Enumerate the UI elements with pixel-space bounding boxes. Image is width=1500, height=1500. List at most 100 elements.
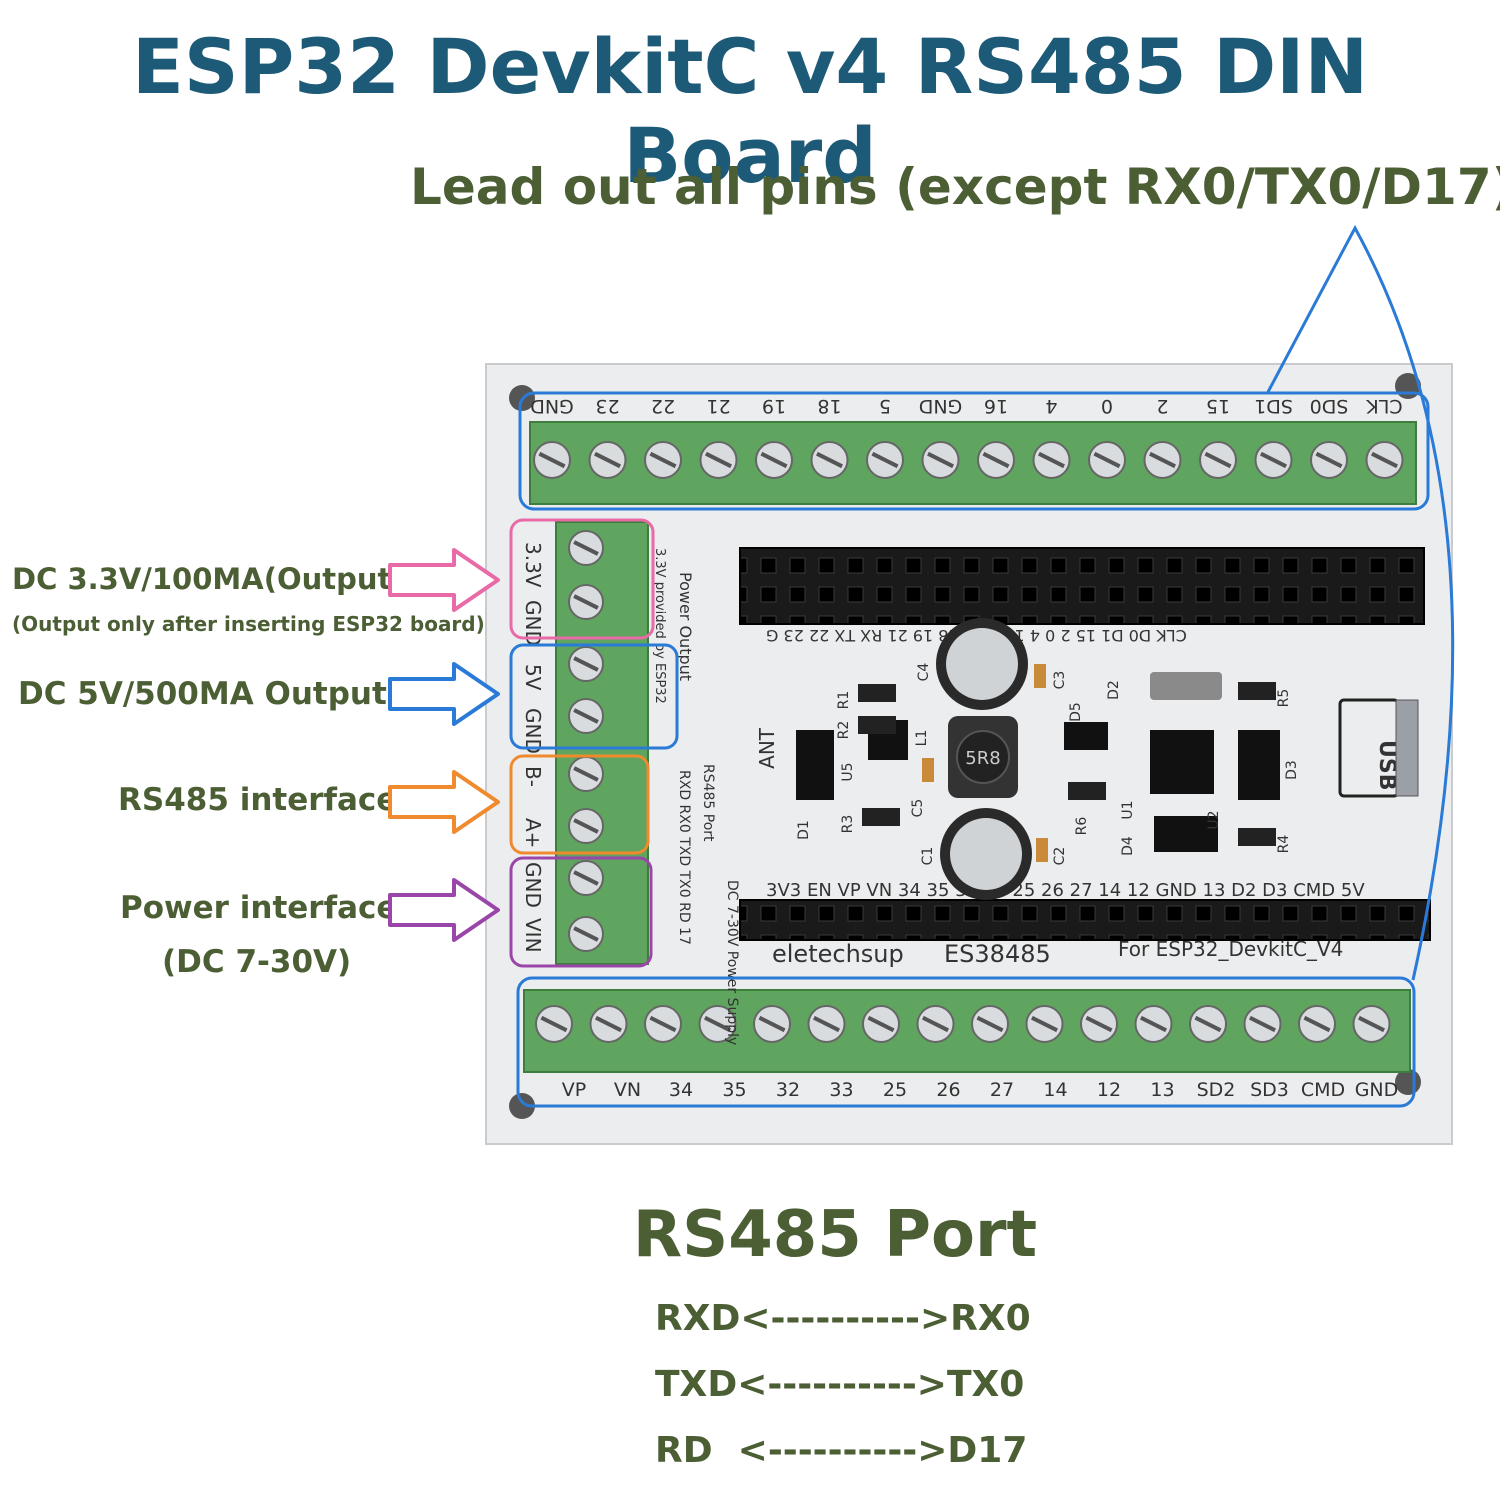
screw-slot xyxy=(1371,451,1398,469)
lead-out-pointer xyxy=(1266,224,1455,981)
screw-slot xyxy=(813,1015,840,1033)
screw-slot xyxy=(573,926,599,942)
component-label: R6 xyxy=(1074,817,1090,836)
silk-for-text: For ESP32_DevkitC_V4 xyxy=(1118,937,1343,961)
bottom-pin-label: 26 xyxy=(936,1079,960,1101)
diode-d3 xyxy=(1238,730,1280,800)
screw-slot xyxy=(573,656,599,672)
power-interface-label: Power interface xyxy=(120,890,398,926)
component-label: R4 xyxy=(1276,835,1292,854)
pin-label-b: B- xyxy=(521,766,545,787)
silk-brand: eletechsup xyxy=(772,940,904,968)
screw-slot xyxy=(573,818,599,834)
screw-slot xyxy=(922,1015,949,1033)
component-label: R1 xyxy=(836,691,852,710)
bottom-pin-label: 35 xyxy=(722,1079,746,1101)
bottom-pin-label: CMD xyxy=(1301,1079,1345,1101)
top-pin-label: SD0 xyxy=(1310,395,1349,417)
resistor-r6 xyxy=(1068,782,1106,800)
diode-d1 xyxy=(796,730,834,800)
rs485-interface-label: RS485 interface xyxy=(118,782,398,818)
screw-slot xyxy=(573,870,599,886)
pin-label-gnd: GND xyxy=(521,862,545,908)
pin-label-5v: 5V xyxy=(521,664,545,691)
power-interface-range: (DC 7-30V) xyxy=(162,944,352,980)
top-pin-label: 0 xyxy=(1101,395,1113,417)
v33-label: DC 3.3V/100MA(Output) xyxy=(12,562,405,596)
screw-slot xyxy=(976,1015,1004,1033)
screw-slot xyxy=(540,1015,568,1033)
top-pin-label: 15 xyxy=(1206,395,1230,417)
rs485-highlight xyxy=(509,754,650,855)
silk-rs485-port: RS485 Port xyxy=(700,764,716,842)
bottom-pin-label: 34 xyxy=(669,1079,693,1101)
screw-slot xyxy=(871,451,899,469)
screw-slot xyxy=(758,1015,786,1033)
diode-d4 xyxy=(1154,816,1218,852)
pin-label-3v3: 3.3V xyxy=(521,542,545,588)
component-label: C1 xyxy=(920,847,936,866)
left-terminal-strip xyxy=(555,521,649,965)
resistor-r3 xyxy=(862,808,900,826)
screw-slot xyxy=(1140,1015,1167,1033)
bottom-pin-label: VN xyxy=(614,1079,641,1101)
port-map-row-rd: RD <---------->D17 xyxy=(655,1430,1028,1471)
screw-slot xyxy=(1085,1015,1113,1033)
component-label: C2 xyxy=(1052,847,1068,866)
top-pin-label: 2 xyxy=(1156,395,1168,417)
callout-arrow xyxy=(388,770,500,834)
rs485-port-title: RS485 Port xyxy=(632,1198,1038,1272)
component-label: L1 xyxy=(914,730,930,747)
screw-slot xyxy=(573,594,599,610)
screw-slot xyxy=(867,1015,895,1033)
callout-arrow xyxy=(388,548,500,612)
bottom-pin-label: 13 xyxy=(1150,1079,1174,1101)
callout-arrow xyxy=(388,662,500,726)
component-label: C5 xyxy=(910,799,926,818)
component-label: R5 xyxy=(1276,689,1292,708)
bottom-pin-label: 12 xyxy=(1097,1079,1121,1101)
bottom-pin-label: VP xyxy=(562,1079,586,1101)
screw-slot xyxy=(816,451,843,469)
top-pin-label: SD1 xyxy=(1254,395,1293,417)
screw-slot xyxy=(573,540,599,556)
components: 5R8 xyxy=(796,618,1280,900)
screw-slot xyxy=(982,451,1010,469)
component-label: U2 xyxy=(1206,810,1222,829)
top-pin-label: 23 xyxy=(595,395,619,417)
silk-header-bottom-labels: 3V3 EN VP VN 34 35 32 33 25 26 27 14 12 … xyxy=(766,880,1365,901)
resistor-r2 xyxy=(858,716,896,734)
screw-slot xyxy=(1303,1015,1331,1033)
screw-slot xyxy=(1031,1015,1058,1033)
bottom-pin-label: SD2 xyxy=(1197,1079,1236,1101)
bottom-pin-label: SD3 xyxy=(1250,1079,1289,1101)
screw-slot xyxy=(1249,1015,1276,1033)
resistor-r1 xyxy=(858,684,896,702)
top-pins-highlight xyxy=(518,391,1430,511)
lead-out-label: Lead out all pins (except RX0/TX0/D17) xyxy=(410,158,1500,216)
top-pin-label: 21 xyxy=(706,395,730,417)
screw-slot xyxy=(595,1015,622,1033)
screw-slot xyxy=(1038,451,1065,469)
bottom-pin-label: 32 xyxy=(776,1079,800,1101)
bottom-pin-label: 14 xyxy=(1043,1079,1067,1101)
ic-u2 xyxy=(1150,730,1214,794)
top-pin-label: CLK xyxy=(1366,395,1403,417)
screw-slot xyxy=(649,451,677,469)
component-label: D3 xyxy=(1284,760,1300,780)
screw-slot xyxy=(1358,1015,1385,1033)
silk-power-supply: DC 7-30V Power Supply xyxy=(724,880,740,1045)
bottom-pins-highlight xyxy=(516,976,1416,1108)
bottom-pin-label: 33 xyxy=(829,1079,853,1101)
screw-slot xyxy=(704,1015,731,1033)
power-highlight xyxy=(509,856,653,968)
component-label: R2 xyxy=(836,721,852,740)
silk-model: ES38485 xyxy=(944,940,1051,968)
component-label: R3 xyxy=(840,815,856,834)
screw-slot xyxy=(760,451,788,469)
capacitor-c4-top xyxy=(946,628,1018,700)
screw-slot xyxy=(1260,451,1287,469)
port-map-row-rxd: RXD<---------->RX0 xyxy=(655,1298,1031,1339)
mount-hole xyxy=(509,1093,535,1119)
